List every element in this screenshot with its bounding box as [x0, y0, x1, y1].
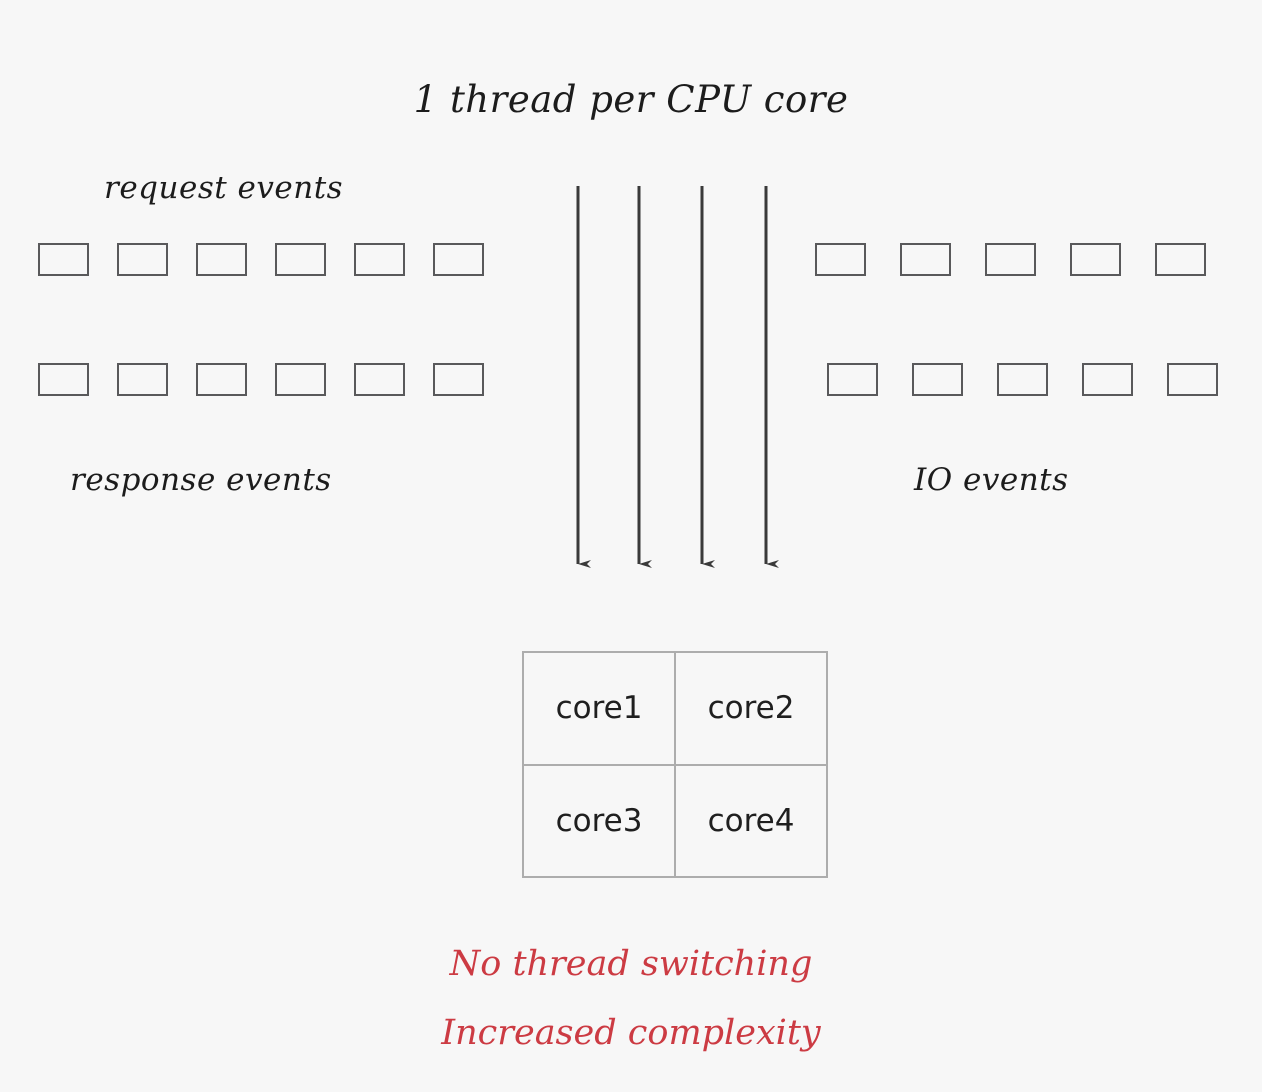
io-events-row-bottom: [827, 363, 1218, 396]
event-box: [900, 243, 951, 276]
event-box: [196, 243, 247, 276]
event-box: [433, 243, 484, 276]
label-request-events: request events: [104, 170, 344, 206]
event-box: [997, 363, 1048, 396]
event-box: [275, 243, 326, 276]
note-increased-complexity: Increased complexity: [441, 1013, 821, 1053]
event-box: [38, 243, 89, 276]
event-box: [117, 243, 168, 276]
event-box: [354, 243, 405, 276]
event-box: [1155, 243, 1206, 276]
request-events-row: [38, 243, 484, 276]
event-box: [117, 363, 168, 396]
event-box: [912, 363, 963, 396]
event-box: [1070, 243, 1121, 276]
event-box: [433, 363, 484, 396]
event-box: [1082, 363, 1133, 396]
core-cell-core3: core3: [522, 763, 676, 878]
event-box: [815, 243, 866, 276]
event-box: [827, 363, 878, 396]
core-cell-core4: core4: [674, 763, 828, 878]
note-no-thread-switching: No thread switching: [449, 944, 813, 984]
event-box: [354, 363, 405, 396]
label-io-events: IO events: [914, 462, 1069, 498]
label-response-events: response events: [70, 462, 332, 498]
event-box: [196, 363, 247, 396]
response-events-row: [38, 363, 484, 396]
event-box: [275, 363, 326, 396]
event-box: [38, 363, 89, 396]
event-box: [985, 243, 1036, 276]
core-cell-core1: core1: [522, 651, 676, 766]
event-box: [1167, 363, 1218, 396]
io-events-row-top: [815, 243, 1206, 276]
core-cell-core2: core2: [674, 651, 828, 766]
diagram-title: 1 thread per CPU core: [413, 78, 849, 121]
